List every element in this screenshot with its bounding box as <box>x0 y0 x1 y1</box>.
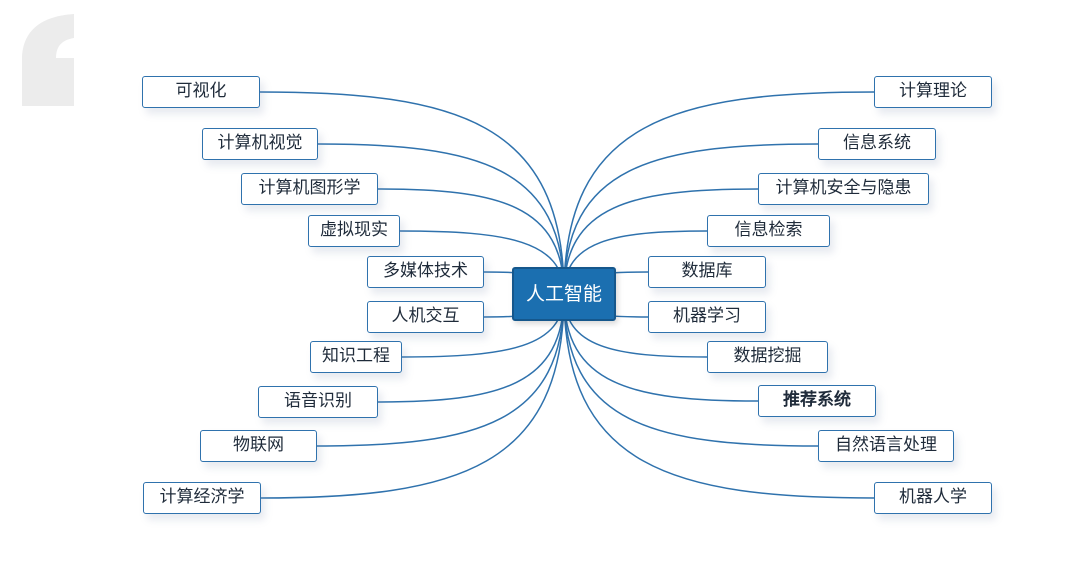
connector-line-computer-vision <box>317 143 565 295</box>
connector-line-speech-recognition <box>377 293 565 403</box>
node-knowledge-engineering: 知识工程 <box>310 341 402 373</box>
node-recommender-systems: 推荐系统 <box>758 385 876 417</box>
connector-line-recommender-systems <box>563 293 759 402</box>
node-security-privacy: 计算机安全与隐患 <box>758 173 929 205</box>
connector-line-computational-economics <box>260 293 565 499</box>
node-computer-graphics: 计算机图形学 <box>241 173 378 205</box>
node-computation-theory: 计算理论 <box>874 76 992 108</box>
node-nlp: 自然语言处理 <box>818 430 954 462</box>
node-information-retrieval: 信息检索 <box>707 215 830 247</box>
connector-line-computer-graphics <box>377 188 565 295</box>
node-virtual-reality: 虚拟现实 <box>308 215 400 247</box>
connector-line-visualization <box>259 91 565 295</box>
node-computational-economics: 计算经济学 <box>143 482 261 514</box>
connector-line-computation-theory <box>563 91 875 295</box>
connector-line-robotics <box>563 293 875 499</box>
node-machine-learning: 机器学习 <box>648 301 766 333</box>
node-computer-vision: 计算机视觉 <box>202 128 318 160</box>
node-robotics: 机器人学 <box>874 482 992 514</box>
node-multimedia: 多媒体技术 <box>367 256 484 288</box>
quote-mark-icon <box>22 14 74 106</box>
node-speech-recognition: 语音识别 <box>258 386 378 418</box>
center-node: 人工智能 <box>512 267 616 321</box>
connector-line-nlp <box>563 293 819 447</box>
node-data-mining: 数据挖掘 <box>707 341 828 373</box>
node-information-systems: 信息系统 <box>818 128 936 160</box>
node-iot: 物联网 <box>200 430 317 462</box>
connector-line-iot <box>316 293 565 447</box>
connector-line-information-systems <box>563 143 819 295</box>
connector-line-security-privacy <box>563 188 759 295</box>
node-database: 数据库 <box>648 256 766 288</box>
node-hci: 人机交互 <box>367 301 484 333</box>
node-visualization: 可视化 <box>142 76 260 108</box>
